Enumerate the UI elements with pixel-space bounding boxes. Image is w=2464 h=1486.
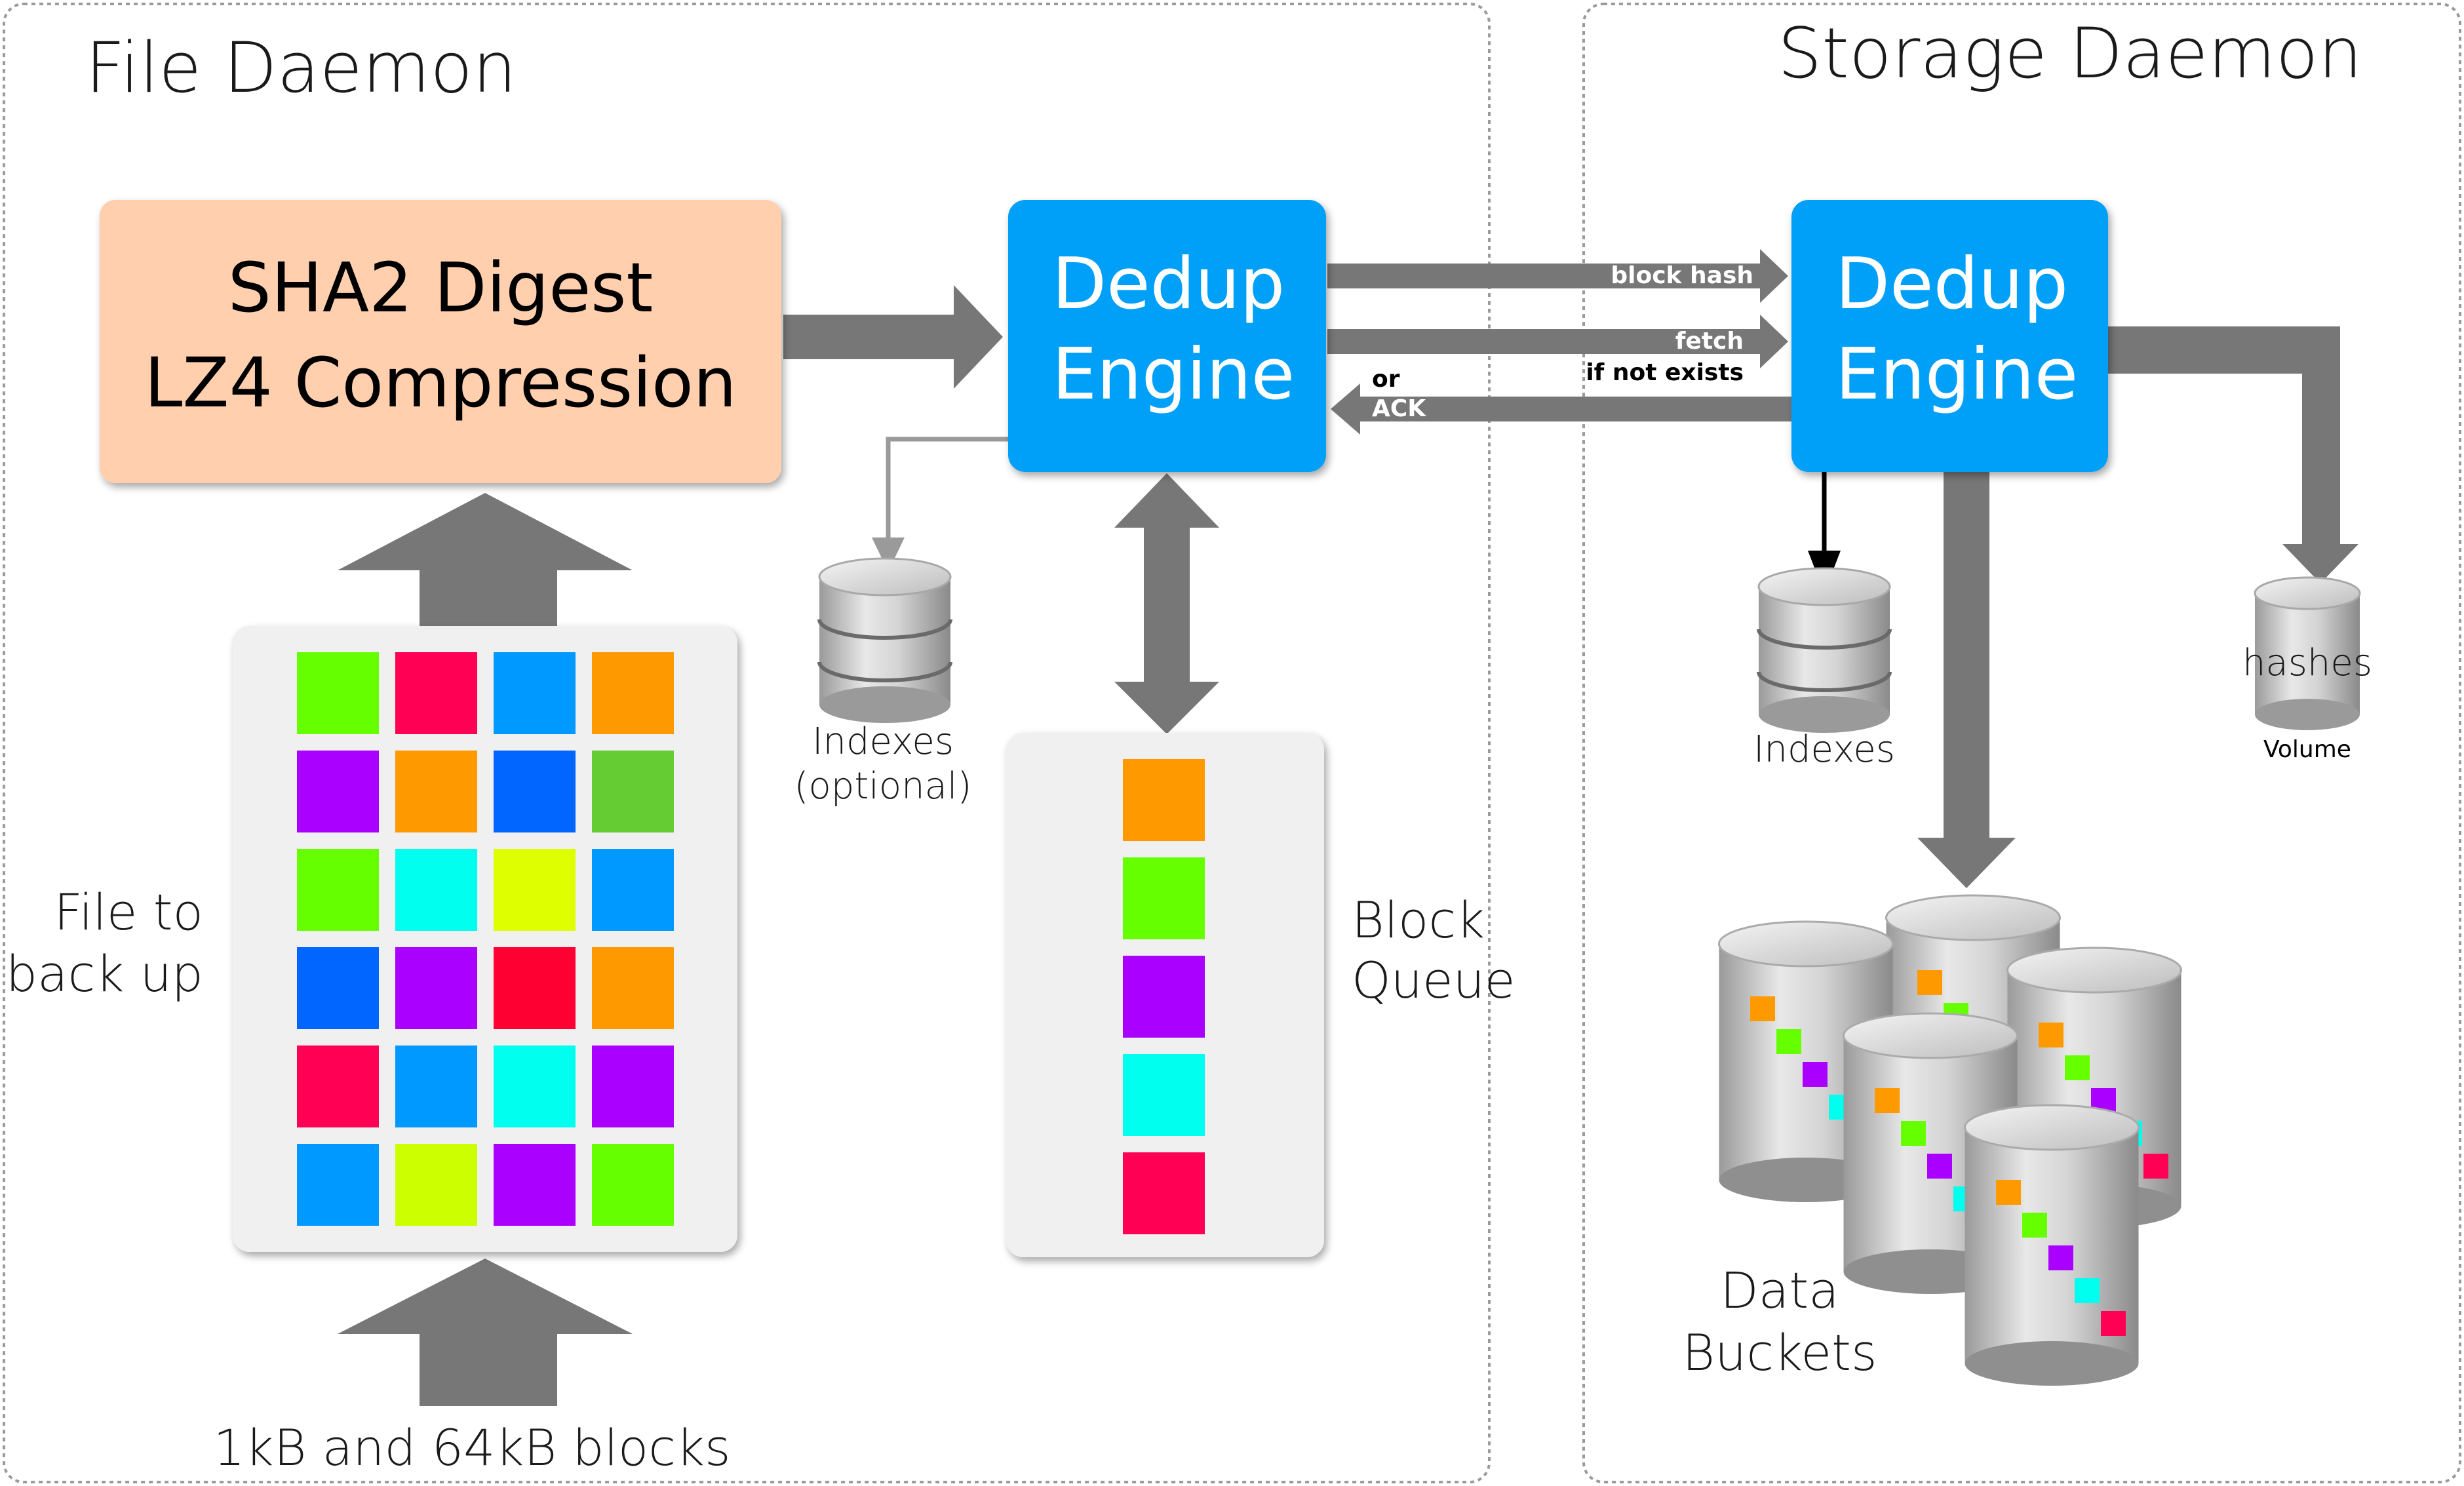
bucket-block	[2075, 1278, 2100, 1303]
storage-dedup-engine-box	[1791, 200, 2108, 472]
file-block	[592, 1144, 674, 1226]
queue-block	[1123, 1152, 1205, 1234]
file-block	[494, 652, 576, 734]
file-block	[494, 1144, 576, 1226]
bucket-block	[2048, 1245, 2073, 1270]
queue-block	[1123, 759, 1205, 841]
file-block	[297, 849, 379, 931]
storage-dedup-engine-line2: Engine	[1835, 334, 2078, 416]
ack-arrow	[1331, 383, 1793, 435]
bucket-block	[1996, 1180, 2021, 1205]
processor-line2: LZ4 Compression	[144, 343, 736, 423]
storage-indexes-db-icon	[1757, 567, 1892, 733]
data-buckets	[1718, 894, 2182, 1386]
block-queue-column	[1123, 759, 1205, 1234]
file-block	[395, 947, 477, 1029]
file-block	[494, 947, 576, 1029]
bucket-block	[2143, 1154, 2168, 1179]
bucket-block	[2065, 1055, 2090, 1080]
file-block	[592, 1046, 674, 1127]
bucket-block	[1803, 1062, 1828, 1087]
queue-block	[1123, 1054, 1205, 1136]
or-label: or	[1372, 366, 1400, 393]
file-block	[592, 849, 674, 931]
file-block	[395, 1144, 477, 1226]
optional-indexes-db-icon	[817, 557, 952, 723]
blocks-label: 1kB and 64kB blocks	[213, 1418, 730, 1477]
storage-dedup-engine-line1: Dedup	[1835, 243, 2068, 325]
processor-to-engine-arrow	[783, 285, 1003, 389]
storage-indexes-label: Indexes	[1753, 728, 1895, 771]
buckets-label-line2: Buckets	[1682, 1323, 1877, 1382]
queue-block	[1123, 956, 1205, 1038]
file-block	[592, 751, 674, 832]
bucket-block	[1927, 1154, 1952, 1179]
hashes-label: hashes	[2242, 642, 2372, 684]
file-dedup-engine-line1: Dedup	[1052, 243, 1285, 325]
bucket-block	[2039, 1023, 2063, 1047]
file-block	[297, 751, 379, 832]
queue-block	[1123, 857, 1205, 939]
bucket-block	[1750, 996, 1775, 1021]
file-dedup-engine-line2: Engine	[1052, 334, 1295, 416]
file-block-grid	[297, 652, 674, 1226]
file-block	[297, 947, 379, 1029]
file-label-line2: back up	[6, 945, 203, 1003]
ack-label: ACK	[1372, 395, 1426, 422]
processor-line1: SHA2 Digest	[228, 248, 654, 328]
queue-label-line2: Queue	[1352, 951, 1516, 1009]
file-to-processor-arrow	[338, 493, 633, 626]
file-block	[395, 1046, 477, 1127]
file-block	[592, 947, 674, 1029]
block-hash-label: block hash	[1611, 262, 1753, 289]
bucket-block	[1901, 1121, 1926, 1146]
fetch-arrow	[1327, 315, 1788, 368]
file-block	[494, 1046, 576, 1127]
file-block	[297, 1144, 379, 1226]
file-block	[494, 849, 576, 931]
file-daemon-title: File Daemon	[85, 28, 517, 108]
file-block	[297, 1046, 379, 1127]
storage-daemon-region	[1582, 3, 2461, 1483]
file-block	[395, 849, 477, 931]
bucket-block	[2022, 1213, 2047, 1238]
optional-index-arrowhead	[872, 538, 905, 572]
block-hash-arrow	[1327, 249, 1788, 303]
engine-queue-double-arrow	[1114, 473, 1219, 734]
data-bucket-icon	[1964, 1104, 2140, 1386]
bucket-block	[1875, 1088, 1900, 1113]
optional-indexes-line2: (optional)	[794, 765, 972, 808]
file-block	[395, 751, 477, 832]
optional-indexes-line1: Indexes	[812, 720, 954, 763]
blocks-to-file-arrow	[338, 1259, 633, 1406]
file-block	[395, 652, 477, 734]
hashes-volume-icon	[2254, 576, 2361, 730]
engine-to-hashes-arrow	[2107, 326, 2358, 583]
engine-to-buckets-arrow	[1917, 472, 2016, 888]
engine-to-optional-index-line	[886, 437, 1008, 557]
fetch-label: fetch	[1675, 328, 1744, 355]
bucket-block	[1917, 970, 1942, 995]
buckets-label-line1: Data	[1720, 1261, 1839, 1320]
file-block	[297, 652, 379, 734]
file-daemon-region	[3, 3, 1491, 1483]
file-label-line1: File to	[54, 883, 203, 941]
queue-label-line1: Block	[1352, 891, 1485, 949]
volume-label: Volume	[2263, 736, 2351, 763]
file-block	[592, 652, 674, 734]
storage-daemon-title: Storage Daemon	[1778, 13, 2362, 94]
bucket-block	[2101, 1311, 2126, 1336]
if-not-exists-label: if not exists	[1586, 359, 1744, 386]
file-dedup-engine-box	[1008, 200, 1326, 472]
file-block	[494, 751, 576, 832]
processor-box	[100, 200, 781, 483]
bucket-block	[1776, 1029, 1801, 1054]
